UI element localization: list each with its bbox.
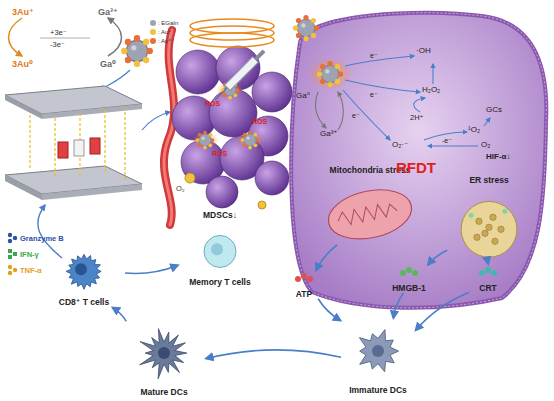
text-label: e⁻ xyxy=(370,91,378,98)
text-label: ROS xyxy=(205,100,220,107)
flow-arrow xyxy=(125,265,178,273)
text-label: -e⁻ xyxy=(442,137,452,144)
flow-arrow xyxy=(416,293,469,331)
text-label: 2H⁺ xyxy=(410,114,424,122)
flow-arrow xyxy=(487,263,489,264)
legend-text: : Au⁺ xyxy=(158,38,172,44)
text-label: +3e⁻ xyxy=(50,29,67,37)
text-label: GCs xyxy=(486,106,502,114)
legend-text: : EGaIn xyxy=(158,20,178,26)
text-label: HIF-α↓ xyxy=(486,153,510,161)
text-label: MDSCs↓ xyxy=(203,211,237,220)
cell-icon xyxy=(448,176,530,262)
text-label: Ga³⁺ xyxy=(98,8,118,17)
flow-arrow xyxy=(393,293,403,318)
text-label: 3Au⁰ xyxy=(12,60,33,69)
cell-node: ER stress xyxy=(448,176,530,262)
text-label: e⁻ xyxy=(352,112,360,119)
node-label: Mature DCs xyxy=(104,388,224,397)
cell-icon xyxy=(322,166,418,244)
cell-icon xyxy=(124,322,204,396)
flow-arrow xyxy=(316,245,337,271)
text-label: ·OH xyxy=(416,47,431,55)
text-label: IFN-γ xyxy=(20,251,39,259)
flow-arrow xyxy=(112,307,126,321)
node-label: ER stress xyxy=(428,176,550,185)
text-label: 3Au⁺ xyxy=(12,8,34,17)
cell-node: Memory T cells xyxy=(180,232,260,286)
node-label: HMGB-1 xyxy=(364,284,454,293)
cell-icon xyxy=(342,320,414,394)
flow-arrow xyxy=(318,299,341,321)
text-label: Ga³⁺ xyxy=(320,130,338,138)
text-label: -3e⁻ xyxy=(50,41,65,49)
text-label: RFDT xyxy=(396,160,436,175)
text-label: e⁻ xyxy=(370,52,378,59)
node-label: CRT xyxy=(448,284,528,293)
cell-node: HMGB-1 xyxy=(384,266,434,292)
text-label: Ga⁰ xyxy=(100,60,116,69)
text-label: O₂·⁻ xyxy=(392,141,408,149)
node-label: ATP xyxy=(266,290,342,299)
legend-text: : Au⁰ xyxy=(158,29,171,35)
text-label: TNF-α xyxy=(20,267,42,275)
text-label: ROS xyxy=(252,118,267,125)
legend-swatch xyxy=(150,29,156,35)
text-label: O₂ xyxy=(481,141,490,149)
text-label: H₂O₂ xyxy=(422,86,440,94)
text-label: Ga⁰ xyxy=(296,92,310,100)
text-label: ¹O₂ xyxy=(468,126,480,134)
flow-arrow xyxy=(428,250,447,264)
cell-node: ATP xyxy=(286,272,322,298)
cell-node: Mitochondria stress xyxy=(322,166,418,244)
cell-node: CD8⁺ T cells xyxy=(44,252,124,306)
node-label: Immature DCs xyxy=(322,386,434,395)
text-label: ROS xyxy=(212,150,227,157)
node-label: CD8⁺ T cells xyxy=(24,298,144,307)
cell-node: Mature DCs xyxy=(124,322,204,396)
node-label: Memory T cells xyxy=(160,278,280,287)
legend-swatch xyxy=(150,38,156,44)
text-label: O₂ xyxy=(176,185,185,193)
legend-swatch xyxy=(150,20,156,26)
text-label: Granzyme B xyxy=(20,235,64,243)
cell-node: Immature DCs xyxy=(342,320,414,394)
flow-arrow xyxy=(206,350,341,359)
cell-node: CRT xyxy=(468,266,508,292)
